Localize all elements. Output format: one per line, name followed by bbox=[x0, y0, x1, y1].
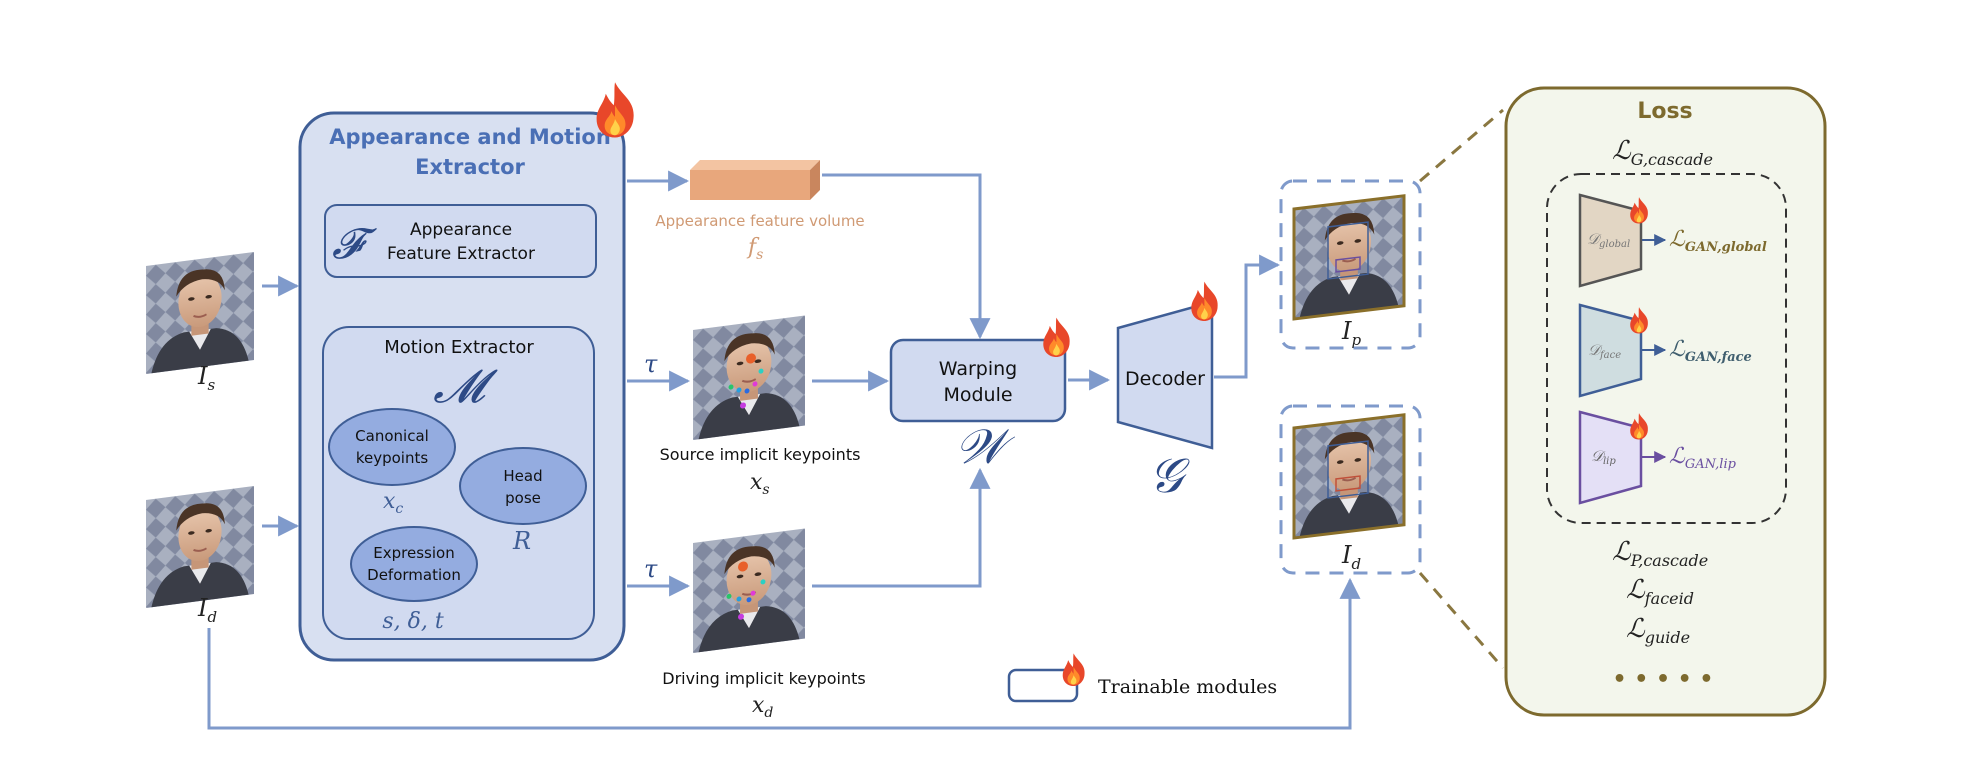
d-lip-label: 𝒟lip bbox=[1591, 447, 1616, 467]
motion-extractor-title: Motion Extractor bbox=[384, 337, 534, 358]
source-keypoints-image bbox=[691, 314, 807, 442]
feature-volume-label: Appearance feature volume bbox=[655, 212, 864, 230]
warping-flame-icon bbox=[1043, 317, 1070, 357]
decoder-label: Decoder bbox=[1125, 368, 1205, 390]
legend-label: Trainable modules bbox=[1098, 676, 1277, 698]
tau-driving: τ bbox=[644, 555, 658, 583]
driving-keypoints-var: xd bbox=[752, 693, 773, 721]
loss-connector-bottom bbox=[1418, 572, 1505, 669]
decoder-block bbox=[1116, 300, 1214, 450]
warping-module bbox=[889, 338, 1067, 423]
loss-faceid: ℒfaceid bbox=[1626, 575, 1694, 608]
warping-line2: Module bbox=[943, 384, 1012, 406]
loss-guide: ℒguide bbox=[1626, 614, 1690, 647]
head-line2: pose bbox=[505, 489, 541, 507]
canonical-keypoints-node bbox=[328, 408, 456, 486]
expression-line2: Deformation bbox=[367, 566, 461, 584]
arrow-driving-keypoints-to-warping bbox=[812, 467, 991, 588]
discriminator-face bbox=[1578, 303, 1643, 398]
legend-swatch bbox=[1007, 668, 1079, 703]
source-image bbox=[145, 250, 255, 375]
source-keypoints-var: xs bbox=[750, 470, 770, 498]
head-line1: Head bbox=[503, 467, 542, 485]
driving-keypoints-label: Driving implicit keypoints bbox=[662, 669, 865, 688]
decoder-flame-icon bbox=[1191, 281, 1218, 321]
canonical-line2: keypoints bbox=[356, 449, 429, 467]
appearance-feature-extractor bbox=[324, 204, 597, 278]
prediction-box bbox=[1279, 179, 1422, 350]
expression-var: s, δ, t bbox=[382, 609, 444, 634]
arrow-decoder-to-prediction bbox=[1214, 254, 1281, 379]
extractor-title-line1: Appearance and Motion bbox=[329, 125, 611, 149]
loss-gan-global: ℒGAN,global bbox=[1669, 227, 1767, 255]
canonical-var: xc bbox=[383, 489, 403, 517]
driving-output-box bbox=[1279, 404, 1422, 575]
tau-source: τ bbox=[644, 350, 658, 378]
loss-ellipsis: • • • • • bbox=[1613, 667, 1714, 692]
loss-gan-lip: ℒGAN,lip bbox=[1669, 444, 1737, 472]
appearance-label-line1: Appearance bbox=[410, 220, 512, 240]
driving-output-image bbox=[1292, 413, 1406, 540]
loss-connector-top bbox=[1419, 108, 1504, 183]
d-global-label: 𝒟global bbox=[1587, 230, 1630, 250]
feature-volume-block bbox=[690, 160, 820, 200]
driving-image bbox=[145, 484, 255, 609]
canonical-line1: Canonical bbox=[355, 427, 429, 445]
discriminator-global bbox=[1578, 193, 1643, 288]
expression-deformation-node bbox=[350, 526, 478, 602]
discriminator-group bbox=[1546, 173, 1787, 524]
driving-keypoints-image bbox=[691, 527, 807, 655]
d-face-label: 𝒟face bbox=[1588, 341, 1621, 361]
arrow-feature-volume-to-warping bbox=[822, 173, 991, 340]
legend-flame-icon bbox=[1062, 653, 1085, 686]
warping-line1: Warping bbox=[939, 358, 1017, 380]
expression-line1: Expression bbox=[373, 544, 454, 562]
loss-p-cascade: ℒP,cascade bbox=[1612, 537, 1708, 570]
head-var: R bbox=[512, 527, 531, 555]
driving-output-label: Id bbox=[1341, 541, 1361, 573]
feature-volume-var: fs bbox=[746, 235, 763, 263]
appearance-label-line2: Feature Extractor bbox=[387, 244, 535, 264]
loss-g-cascade: ℒG,cascade bbox=[1612, 136, 1713, 169]
arrow-driving-to-output bbox=[207, 577, 1361, 730]
warping-symbol: 𝒲 bbox=[955, 419, 1016, 475]
source-keypoints-label: Source implicit keypoints bbox=[660, 445, 861, 464]
source-image-label: Is bbox=[197, 362, 215, 394]
loss-title: Loss bbox=[1637, 99, 1692, 124]
decoder-symbol: 𝒢 bbox=[1149, 448, 1190, 504]
prediction-image bbox=[1292, 194, 1406, 321]
loss-gan-face: ℒGAN,face bbox=[1669, 337, 1752, 365]
extractor-flame-icon bbox=[596, 82, 634, 138]
extractor-title-line2: Extractor bbox=[415, 155, 525, 179]
loss-panel bbox=[1504, 86, 1827, 717]
head-pose-node bbox=[459, 447, 587, 525]
discriminator-lip bbox=[1578, 410, 1643, 505]
driving-image-label: Id bbox=[197, 594, 217, 626]
prediction-label: Ip bbox=[1341, 317, 1361, 349]
